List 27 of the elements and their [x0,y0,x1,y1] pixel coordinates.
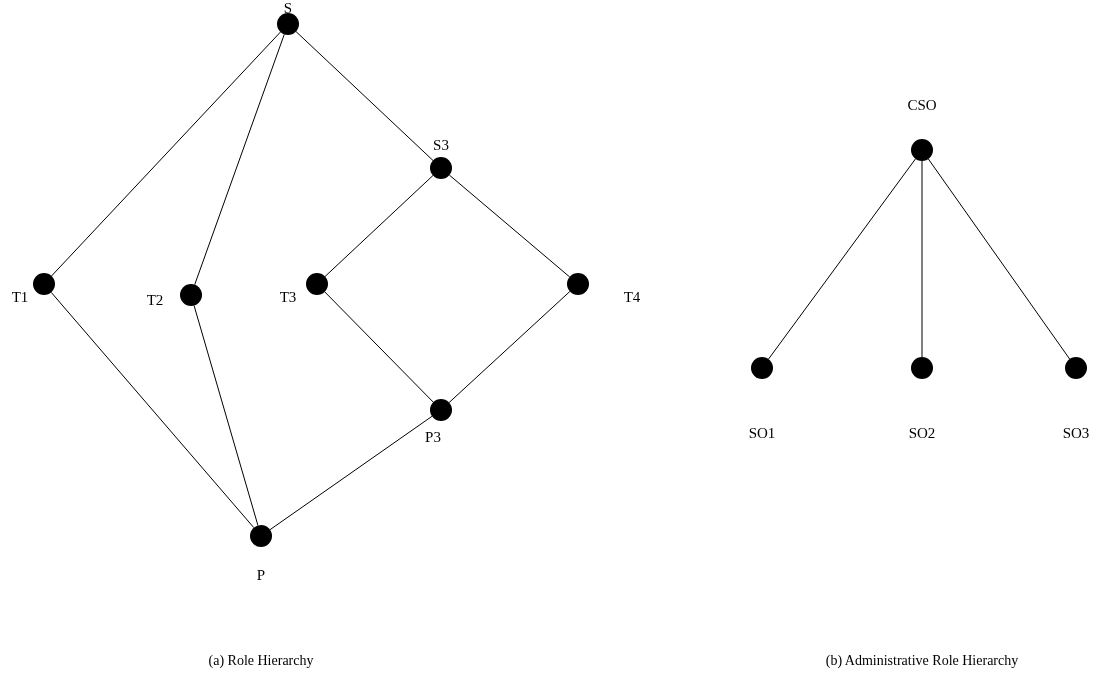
connector-line [194,33,285,286]
node-label: P3 [425,428,441,446]
connector-line [768,158,916,360]
connector-line [269,415,433,531]
node-label: T1 [11,288,29,306]
connector-line [295,31,434,161]
panel-caption: (a) Role Hierarchy [208,653,314,669]
node-label: SO1 [748,424,776,442]
node-label: T4 [623,288,641,306]
node-label: T3 [279,288,297,306]
connector-line [448,290,571,404]
connector-line [324,291,434,403]
connector-line [921,160,923,358]
panel-caption: (b) Administrative Role Hierarchy [825,653,1019,669]
node-label: S3 [433,136,449,154]
connector-line [927,158,1071,360]
node-label: CSO [907,96,937,114]
connector-line [51,31,281,277]
connector-line [448,174,571,278]
connector-line [324,175,434,277]
connector-line [193,305,259,526]
node-label: T2 [146,291,164,309]
connector-line [50,291,255,529]
node-label: SO2 [908,424,936,442]
node-label: S [283,0,293,17]
node-label: P [256,566,266,584]
node-label: SO3 [1062,424,1090,442]
